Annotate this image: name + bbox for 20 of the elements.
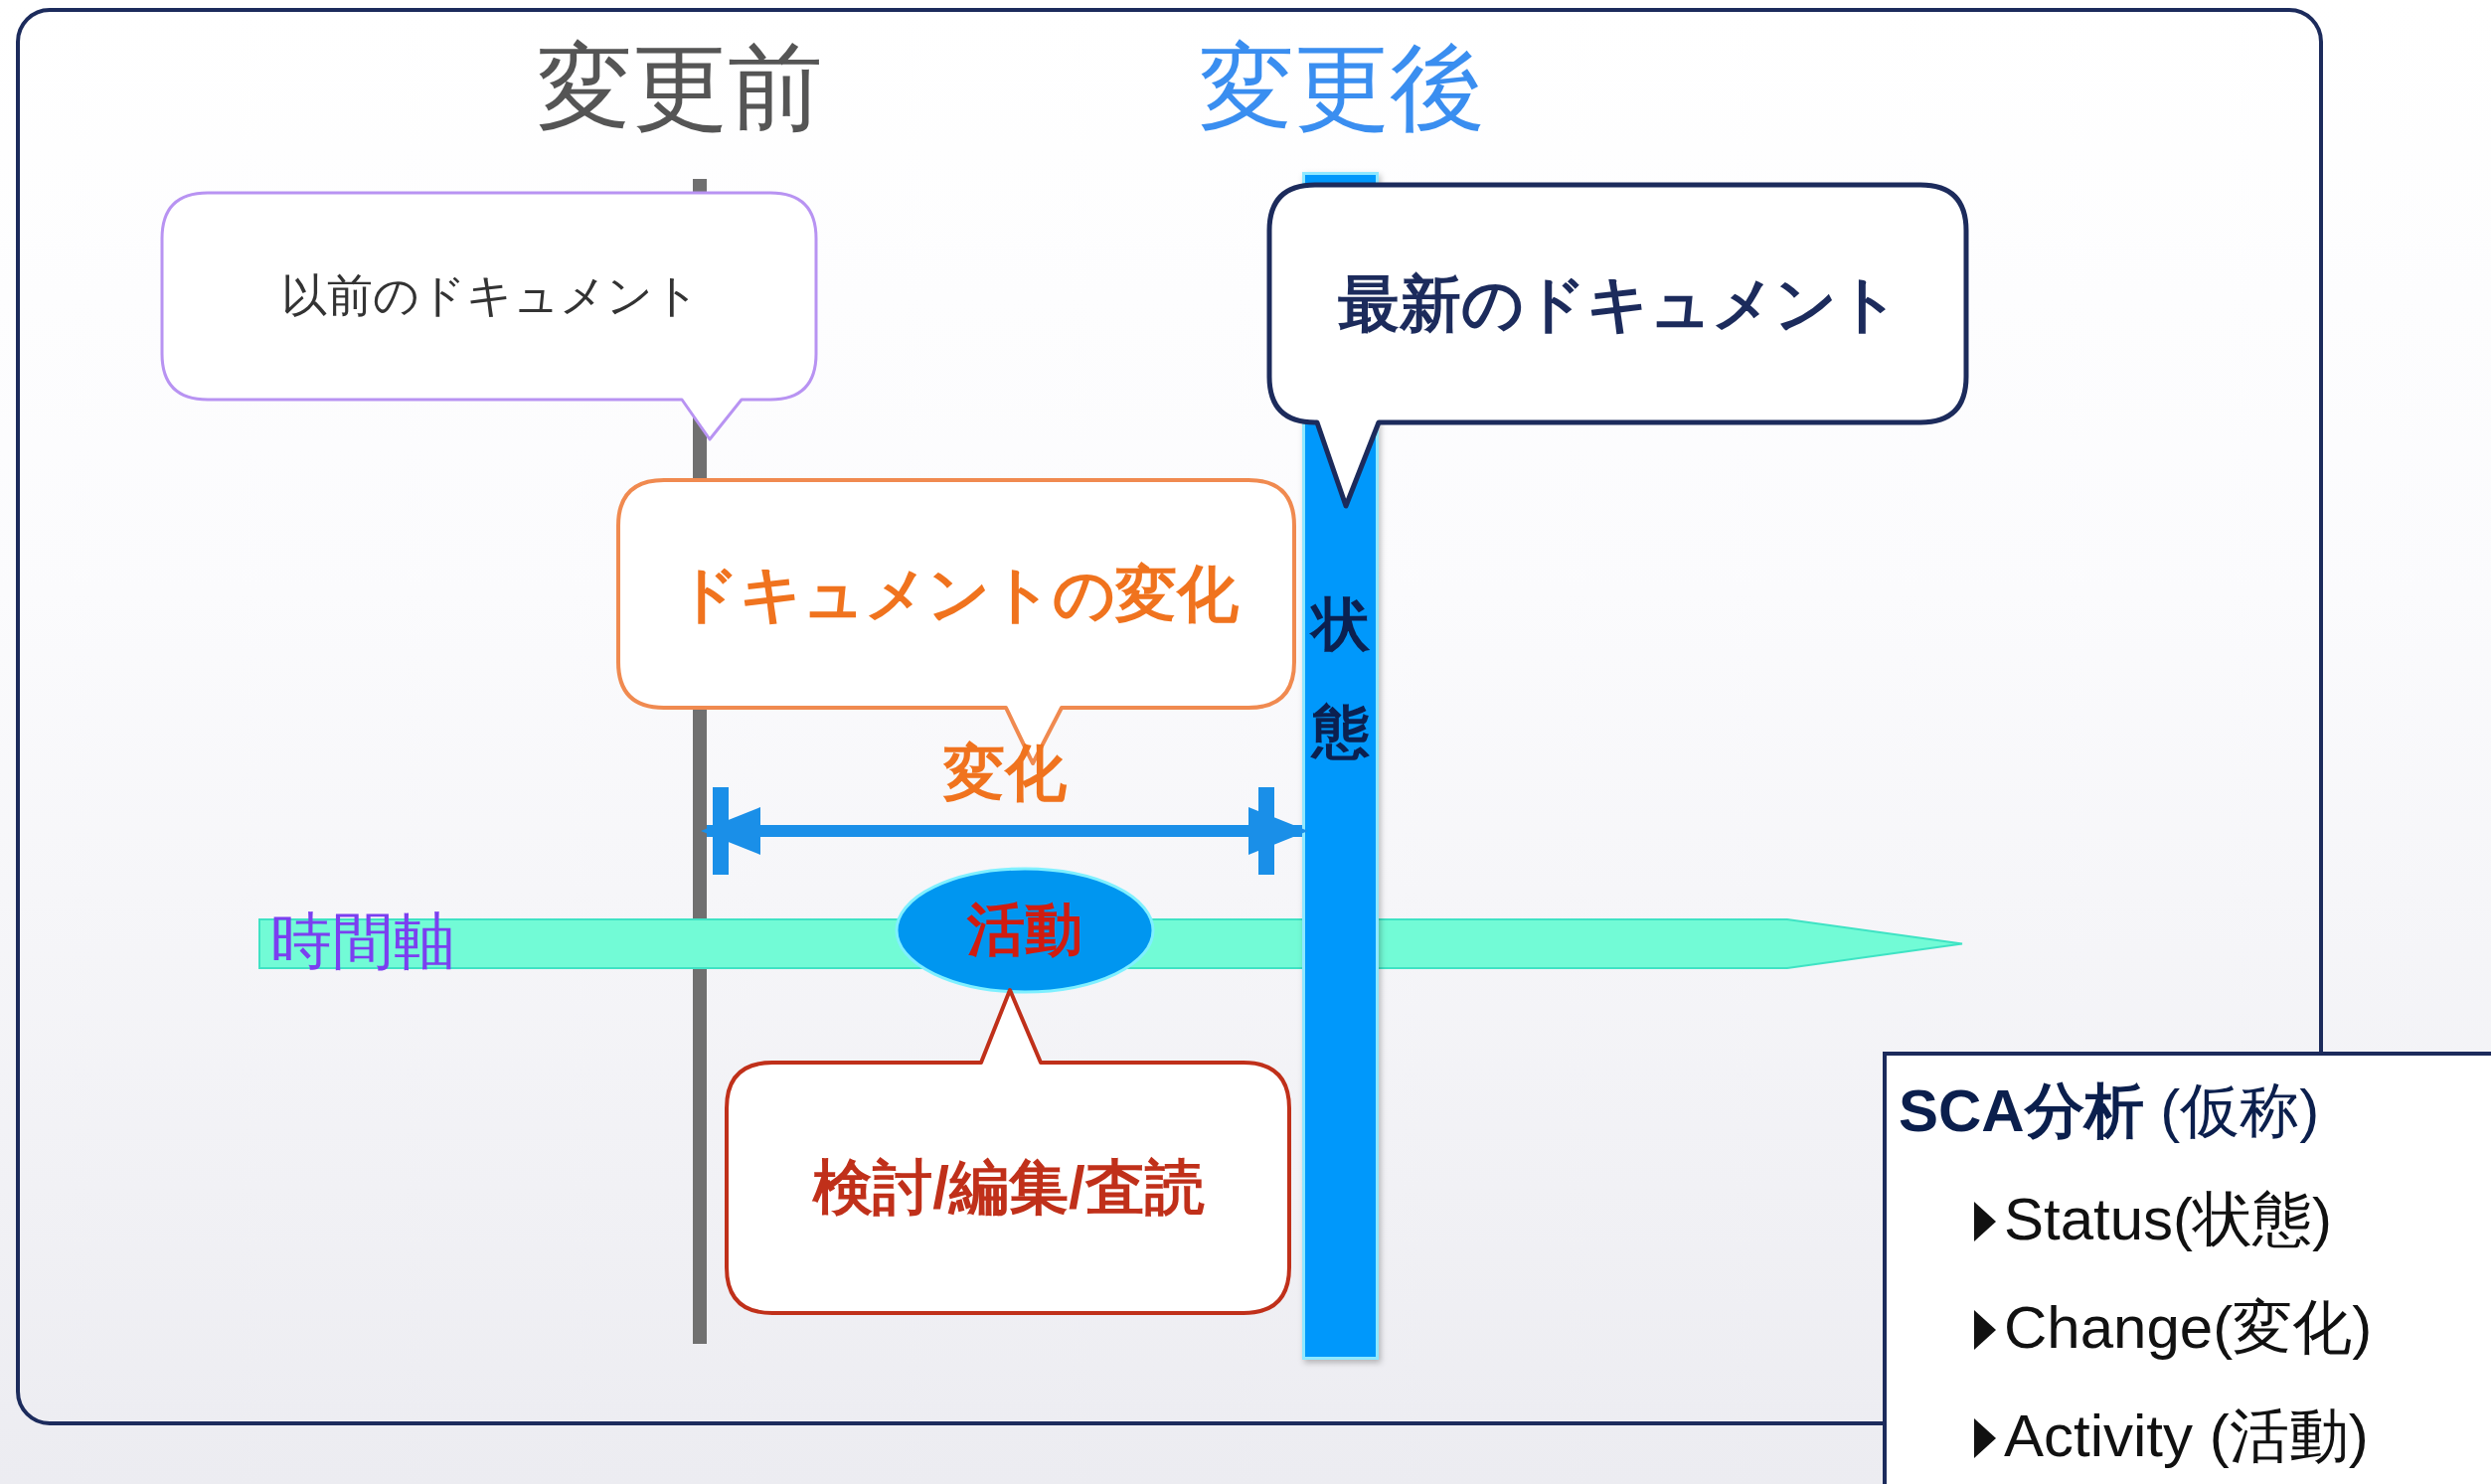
edge-label: 変化 <box>941 740 1068 808</box>
legend-item: Change(変化) <box>2004 1293 2373 1363</box>
bubble-text: 最新のドキュメント <box>1338 267 1900 340</box>
axis-label: 時間軸 <box>270 906 455 977</box>
legend-box <box>1883 1052 2491 1484</box>
ellipse <box>895 867 1155 994</box>
bubble-text: 検討/編集/査読 <box>813 1152 1205 1223</box>
speech-bubble <box>725 988 1293 1315</box>
heading: 変更前 <box>536 33 824 142</box>
ellipse-text: 活動 <box>967 896 1082 963</box>
heading: 変更後 <box>1198 33 1486 142</box>
vertical-text: 状態 <box>1311 571 1371 785</box>
legend-item: Status(状態) <box>2004 1185 2333 1254</box>
speech-bubble <box>1267 183 1970 508</box>
speech-bubble <box>160 191 820 441</box>
bubble-text: ドキュメントの変化 <box>676 558 1239 630</box>
double-arrow <box>701 787 1308 875</box>
legend-heading: SCA分析 (仮称) <box>1899 1076 2320 1146</box>
bubble-text: 以前のドキュメント <box>280 268 700 323</box>
legend-item: Activity (活動) <box>2004 1402 2369 1471</box>
